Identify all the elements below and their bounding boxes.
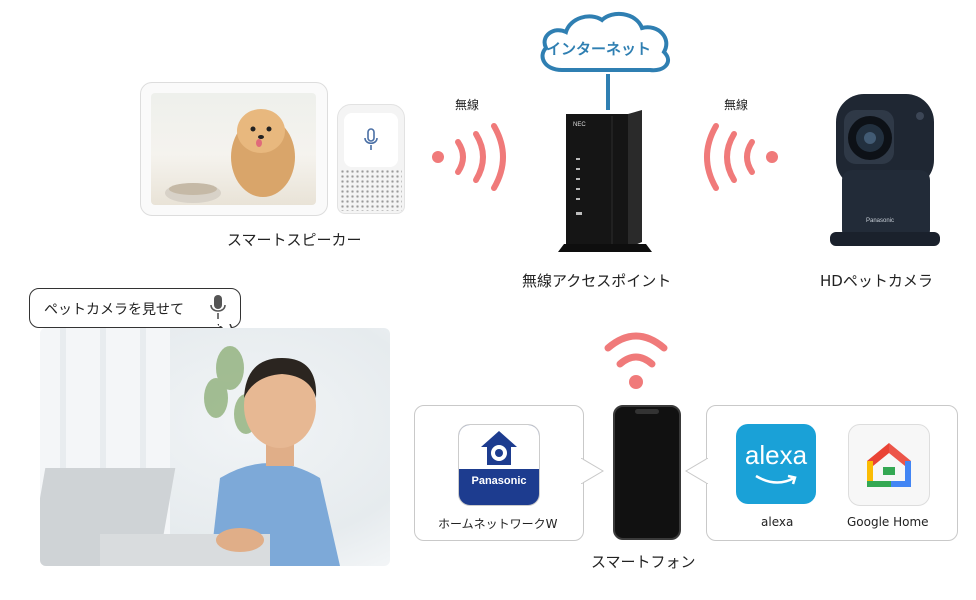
panasonic-app-label: ホームネットワークW bbox=[438, 517, 558, 531]
person-photo bbox=[40, 328, 390, 566]
wireless-left-label: 無線 bbox=[455, 98, 480, 112]
google-home-app-icon[interactable] bbox=[848, 424, 930, 506]
smartphone-notch bbox=[635, 409, 659, 414]
microphone-icon bbox=[364, 128, 378, 150]
alexa-app-text: alexa bbox=[744, 440, 808, 470]
pet-camera-label: HDペットカメラ bbox=[820, 272, 933, 290]
smart-display-photo bbox=[151, 93, 316, 205]
pet-camera-brand: Panasonic bbox=[866, 218, 895, 224]
speech-bubble: ペットカメラを見せて bbox=[29, 288, 241, 328]
smart-speaker-device bbox=[337, 104, 405, 214]
smart-speaker-label: スマートスピーカー bbox=[227, 231, 362, 249]
pet-camera-device: Panasonic bbox=[824, 92, 944, 248]
google-home-app-label: Google Home bbox=[847, 515, 929, 529]
panasonic-app-icon[interactable]: Panasonic bbox=[458, 424, 540, 506]
google-home-icon bbox=[867, 443, 911, 487]
wifi-signal-right-icon bbox=[432, 123, 506, 191]
speaker-grille bbox=[340, 169, 402, 211]
app-box-left-pointer bbox=[581, 458, 604, 484]
wifi-signal-left-icon bbox=[704, 123, 778, 191]
microphone-icon bbox=[210, 295, 226, 319]
speech-bubble-text: ペットカメラを見せて bbox=[44, 302, 184, 318]
access-point-label: 無線アクセスポイント bbox=[522, 272, 672, 290]
home-icon bbox=[481, 431, 517, 465]
smile-arrow-icon bbox=[755, 474, 797, 485]
access-point-device: NEC bbox=[556, 108, 656, 256]
alexa-app-label: alexa bbox=[761, 515, 794, 529]
smartphone-label: スマートフォン bbox=[591, 553, 696, 571]
panasonic-app-text: Panasonic bbox=[471, 475, 527, 487]
internet-cloud: インターネット bbox=[532, 8, 682, 78]
smartphone-device bbox=[613, 405, 681, 540]
wifi-signal-icon bbox=[604, 332, 668, 389]
speaker-screen bbox=[344, 113, 398, 167]
internet-cable bbox=[606, 74, 610, 110]
access-point-brand: NEC bbox=[573, 122, 586, 128]
wireless-right-label: 無線 bbox=[724, 98, 749, 112]
alexa-app-icon[interactable]: alexa bbox=[736, 424, 816, 504]
app-box-right-pointer bbox=[685, 458, 708, 484]
internet-label: インターネット bbox=[546, 40, 652, 58]
